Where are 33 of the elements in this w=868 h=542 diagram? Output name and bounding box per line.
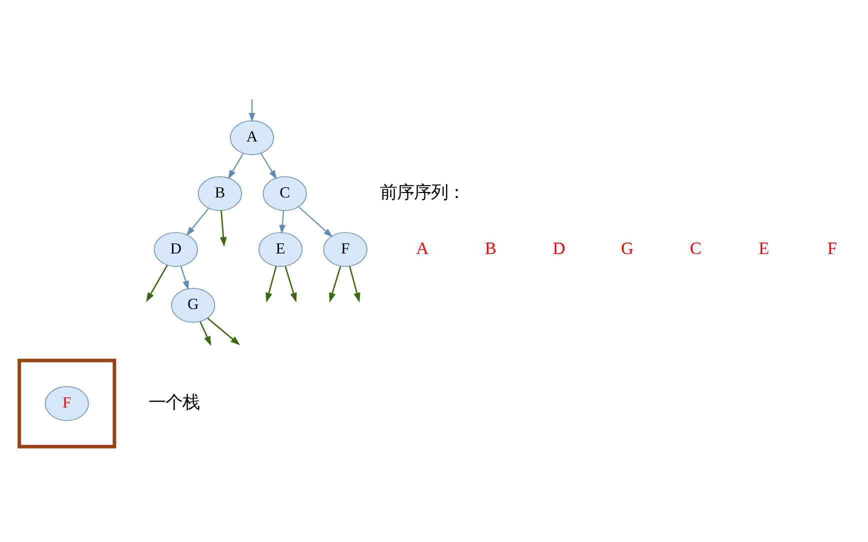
label: C bbox=[690, 238, 702, 258]
arrow bbox=[180, 266, 189, 290]
node-ellipse: B bbox=[198, 176, 242, 210]
arrow bbox=[329, 266, 342, 302]
node-ellipse: A bbox=[230, 120, 274, 155]
arrow bbox=[260, 152, 277, 179]
arrow bbox=[349, 266, 360, 302]
node-ellipse: F bbox=[44, 386, 89, 420]
arrow bbox=[207, 317, 240, 345]
label: B bbox=[484, 238, 496, 258]
arrow bbox=[266, 266, 277, 302]
arrow bbox=[146, 264, 168, 302]
arrow bbox=[220, 210, 227, 246]
arrow bbox=[248, 98, 256, 122]
arrow bbox=[186, 208, 210, 236]
label: 前序序列： bbox=[380, 182, 465, 202]
node-ellipse: E bbox=[258, 232, 303, 266]
arrow bbox=[284, 266, 297, 302]
label: D bbox=[552, 238, 566, 258]
arrow bbox=[200, 320, 212, 346]
node-label: 一个栈 bbox=[148, 392, 200, 412]
label: A bbox=[416, 238, 429, 258]
cluster bbox=[18, 358, 116, 448]
label: F bbox=[827, 238, 838, 258]
label: E bbox=[758, 238, 770, 258]
node-ellipse: C bbox=[262, 176, 307, 210]
node-ellipse: F bbox=[323, 232, 368, 266]
node-ellipse: D bbox=[154, 232, 198, 266]
arrow bbox=[279, 210, 286, 234]
label: G bbox=[621, 238, 634, 258]
arrow bbox=[298, 206, 333, 237]
node-ellipse: G bbox=[171, 287, 216, 322]
arrow bbox=[228, 152, 244, 179]
